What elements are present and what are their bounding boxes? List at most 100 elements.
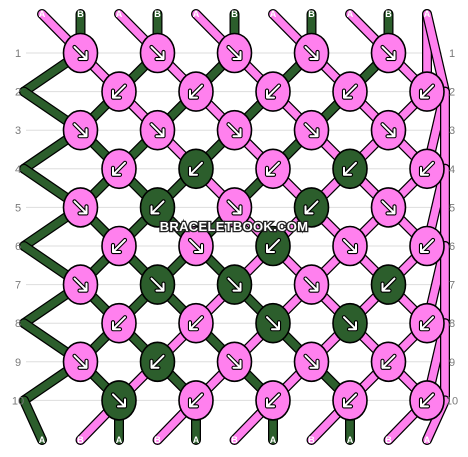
bottom-string-label: A bbox=[193, 435, 200, 445]
knot bbox=[293, 109, 330, 151]
knot bbox=[370, 109, 407, 151]
knot bbox=[409, 380, 445, 421]
top-string-label: B bbox=[231, 9, 238, 19]
knot bbox=[332, 148, 368, 190]
arrow-fill bbox=[189, 393, 203, 408]
bottom-string-label: A bbox=[347, 435, 354, 445]
bottom-string-label: A bbox=[270, 435, 277, 445]
arrow-fill bbox=[343, 239, 357, 253]
knot bbox=[62, 264, 99, 305]
arrow-fill bbox=[150, 123, 165, 138]
arrow-fill bbox=[189, 161, 203, 176]
string-segment bbox=[423, 10, 449, 96]
arrow-fill bbox=[381, 277, 396, 292]
knot bbox=[255, 148, 291, 190]
knot bbox=[293, 187, 330, 228]
arrow-fill bbox=[266, 239, 280, 253]
row-number-left: 4 bbox=[15, 164, 21, 176]
row-number-left: 7 bbox=[15, 280, 21, 292]
arrow-fill bbox=[266, 84, 280, 99]
row-number-left: 1 bbox=[15, 48, 21, 60]
arrow-fill bbox=[150, 200, 165, 215]
arrow-fill bbox=[112, 316, 126, 331]
bottom-string-label: A bbox=[424, 435, 431, 445]
knot bbox=[370, 187, 407, 228]
bottom-string-label: B bbox=[231, 435, 238, 445]
top-string-label: A bbox=[39, 9, 46, 19]
bottom-string-label: B bbox=[308, 435, 315, 445]
arrow-fill bbox=[227, 123, 242, 138]
arrow-fill bbox=[266, 393, 280, 408]
knot bbox=[255, 71, 291, 112]
knot bbox=[409, 302, 445, 344]
top-string-label: A bbox=[116, 9, 123, 19]
arrow-fill bbox=[112, 239, 126, 253]
knot bbox=[101, 148, 137, 190]
knot bbox=[332, 380, 368, 421]
knot bbox=[332, 225, 368, 267]
knot bbox=[332, 302, 368, 344]
arrow-fill bbox=[73, 277, 88, 292]
arrow-fill bbox=[420, 161, 434, 176]
arrow-fill bbox=[150, 277, 165, 292]
knot bbox=[178, 71, 214, 112]
knot bbox=[409, 148, 445, 190]
arrow-fill bbox=[189, 84, 203, 99]
bottom-string-label: B bbox=[77, 435, 84, 445]
top-string-label: B bbox=[154, 9, 161, 19]
top-string-label: B bbox=[308, 9, 315, 19]
arrow-fill bbox=[420, 393, 434, 408]
arrow-fill bbox=[112, 161, 126, 176]
arrow-fill bbox=[304, 277, 319, 292]
arrow-fill bbox=[381, 200, 396, 215]
row-number-left: 8 bbox=[15, 318, 21, 330]
arrow-fill bbox=[381, 46, 396, 60]
knot bbox=[293, 264, 330, 305]
knot bbox=[370, 264, 407, 305]
arrow-fill bbox=[381, 354, 396, 369]
knot bbox=[62, 32, 99, 74]
knot bbox=[216, 109, 253, 151]
knot bbox=[62, 187, 99, 228]
arrow-fill bbox=[304, 354, 319, 369]
arrow-fill bbox=[227, 46, 242, 60]
top-string-label: A bbox=[347, 9, 354, 19]
arrow-fill bbox=[420, 84, 434, 99]
row-number-right: 4 bbox=[449, 164, 455, 176]
row-number-right: 6 bbox=[449, 241, 455, 253]
knot bbox=[409, 225, 445, 267]
knot bbox=[101, 302, 137, 344]
arrow-fill bbox=[150, 46, 165, 60]
row-number-right: 9 bbox=[449, 357, 455, 369]
bottom-string-label: B bbox=[385, 435, 392, 445]
knot bbox=[216, 32, 253, 74]
knot bbox=[370, 32, 407, 74]
knot-grid bbox=[62, 32, 445, 421]
arrow-fill bbox=[227, 354, 242, 369]
arrow-fill bbox=[343, 84, 357, 99]
knot bbox=[139, 187, 176, 228]
arrow-fill bbox=[112, 84, 126, 99]
knot bbox=[101, 71, 137, 112]
row-number-right: 2 bbox=[449, 87, 455, 99]
row-number-right: 5 bbox=[449, 202, 455, 214]
row-number-left: 9 bbox=[15, 357, 21, 369]
knot bbox=[255, 380, 291, 421]
arrow-fill bbox=[343, 393, 357, 408]
knot bbox=[139, 109, 176, 151]
arrow-fill bbox=[227, 200, 242, 215]
arrow-fill bbox=[343, 161, 357, 176]
top-string-label: A bbox=[424, 9, 431, 19]
arrow-fill bbox=[227, 277, 242, 292]
knot bbox=[62, 341, 99, 383]
arrow-fill bbox=[420, 316, 434, 331]
top-string-label: B bbox=[77, 9, 84, 19]
knot bbox=[178, 225, 214, 267]
knot bbox=[178, 302, 214, 344]
knot bbox=[370, 341, 407, 383]
arrow-fill bbox=[304, 123, 319, 138]
top-string-label: A bbox=[193, 9, 200, 19]
arrow-fill bbox=[266, 161, 280, 176]
